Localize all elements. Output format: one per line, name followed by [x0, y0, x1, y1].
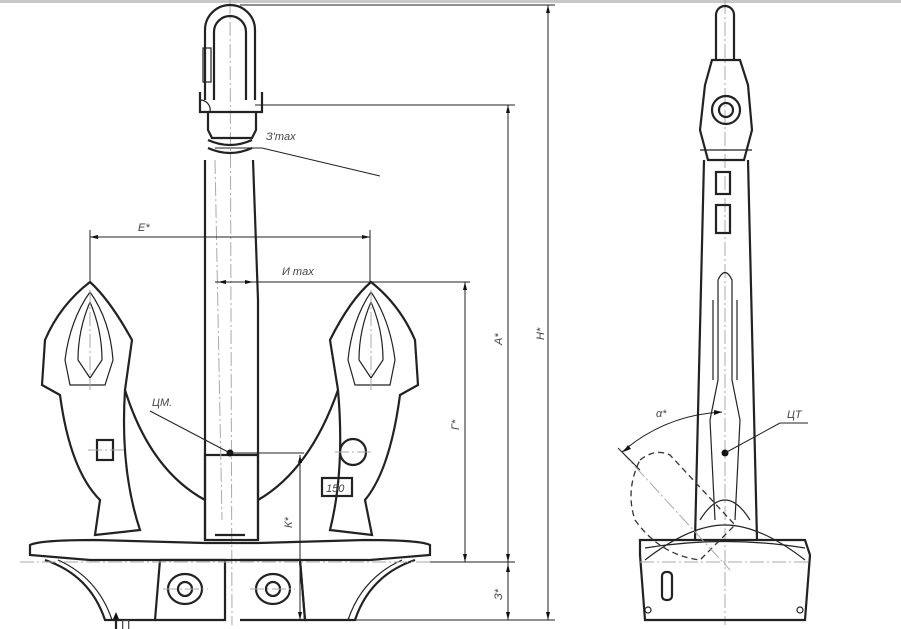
- window-top-border: [0, 0, 901, 3]
- fluke-span-label: Е*: [138, 222, 150, 234]
- shank: [203, 138, 260, 542]
- crown: [20, 538, 440, 622]
- dimensions: З'max Е* И max Г* А* З*: [89, 4, 555, 629]
- com-height-label: К*: [283, 517, 295, 528]
- shackle: [198, 3, 264, 140]
- center-of-gravity-label: ЦТ: [787, 409, 803, 421]
- mark-label: 150: [326, 483, 345, 495]
- shank-width-label: И max: [282, 266, 314, 278]
- crown-height-label: З*: [493, 588, 505, 600]
- fluke-height-label: Г*: [450, 419, 462, 430]
- left-fluke: [40, 280, 206, 537]
- mark-plate: 150: [320, 476, 354, 498]
- center-of-mass-label: ЦМ.: [152, 397, 172, 409]
- front-view: 150 ЦМ.: [20, 0, 440, 626]
- center-of-mass: ЦМ.: [149, 397, 304, 457]
- shank-length-label: А*: [493, 333, 505, 346]
- right-fluke: [257, 280, 420, 537]
- front-centerline: [229, 0, 233, 626]
- view-marker-label: П: [121, 617, 130, 629]
- angle-label: α*: [656, 408, 667, 420]
- shackle-gap-label: З'max: [266, 131, 296, 143]
- total-height-label: Н*: [535, 327, 547, 340]
- side-view: α* ЦТ: [617, 0, 812, 625]
